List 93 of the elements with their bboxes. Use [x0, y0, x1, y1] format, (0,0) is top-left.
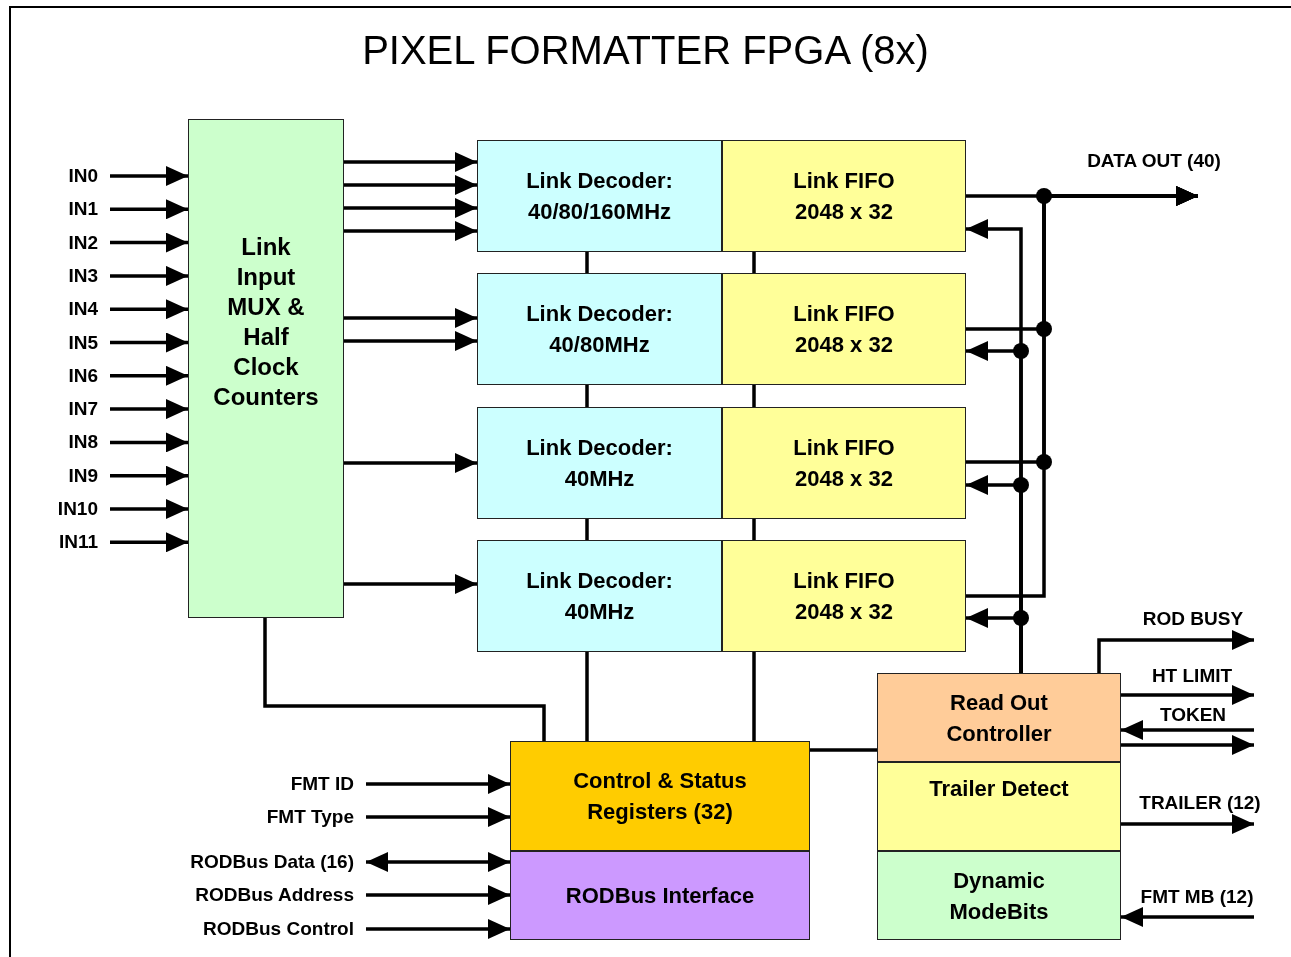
signal-label: IN9: [40, 463, 110, 488]
block-box: [510, 741, 810, 851]
signal-label: IN1: [40, 197, 110, 222]
arrow: [110, 332, 188, 353]
arrow: [1121, 720, 1254, 740]
block-label: Link FIFO 2048 x 32: [792, 434, 896, 493]
arrow: [1097, 630, 1254, 673]
arrow: [1121, 685, 1254, 705]
arrow: [344, 308, 477, 328]
signal-label: RODBus Data (16): [150, 850, 366, 874]
signal-label: HT LIMIT: [1151, 665, 1233, 687]
signal-label: IN3: [40, 263, 110, 288]
arrow: [344, 175, 477, 195]
block-box: [477, 540, 722, 652]
block-box: [477, 140, 722, 252]
arrow: [366, 774, 510, 794]
block-label: Dynamic ModeBits: [948, 866, 1050, 926]
block-label: Link FIFO 2048 x 32: [792, 167, 896, 226]
block-label: Link Decoder: 40/80MHz: [525, 300, 674, 359]
connector-line: [810, 748, 877, 752]
arrow: [344, 453, 477, 473]
block-label: Trailer Detect: [929, 775, 1069, 803]
arrow: [110, 432, 188, 453]
arrow: [366, 885, 510, 905]
arrow: [110, 399, 188, 420]
block-box: [722, 540, 966, 652]
arrow: [110, 232, 188, 253]
block-label: RODBus Interface: [565, 882, 755, 910]
signal-label: TOKEN: [1159, 704, 1227, 726]
arrow: [110, 199, 188, 220]
signal-label: IN8: [40, 430, 110, 455]
signal-label: RODBus Control: [150, 917, 366, 941]
arrow: [366, 919, 510, 939]
block-box: [477, 407, 722, 519]
arrow: [1121, 814, 1254, 834]
block-label: Control & Status Registers (32): [572, 767, 748, 826]
arrow: [366, 807, 510, 827]
block-label: Link Decoder: 40MHz: [525, 567, 674, 626]
signal-label: FMT MB (12): [1140, 886, 1254, 908]
connector-line: [752, 519, 756, 540]
block-label: Link Input MUX & Half Clock Counters: [213, 232, 319, 412]
block-label: Link Decoder: 40MHz: [525, 434, 674, 493]
signal-label: IN10: [40, 497, 110, 521]
arrow: [344, 198, 477, 218]
block-box: [477, 273, 722, 385]
signal-label: FMT Type: [150, 805, 366, 829]
signal-label: IN4: [40, 297, 110, 322]
block-box: [877, 762, 1121, 851]
block-box: [722, 140, 966, 252]
arrow: [1121, 907, 1254, 927]
signal-label: IN7: [40, 397, 110, 422]
block-box: [877, 673, 1121, 762]
block-box: [188, 119, 344, 618]
connector-line: [263, 618, 546, 741]
arrow: [344, 574, 477, 594]
arrow: [110, 465, 188, 486]
signal-label: FMT ID: [150, 772, 366, 796]
signal-label: TRAILER (12): [1139, 792, 1261, 814]
connector-line: [585, 652, 589, 741]
connector-line: [585, 385, 589, 407]
signal-label: IN6: [40, 363, 110, 388]
arrow: [1121, 735, 1254, 755]
arrow: [344, 331, 477, 351]
diagram-title: PIXEL FORMATTER FPGA (8x): [361, 28, 930, 73]
arrow: [344, 152, 477, 172]
connector-line: [585, 252, 589, 273]
signal-label: IN0: [40, 164, 110, 188]
signal-label: RODBus Address: [150, 883, 366, 907]
arrow: [110, 265, 188, 286]
arrow: [366, 852, 510, 872]
block-label: Link Decoder: 40/80/160MHz: [525, 167, 674, 226]
arrow: [110, 365, 188, 386]
block-label: Link FIFO 2048 x 32: [792, 567, 896, 626]
arrow: [110, 532, 188, 553]
connector-line: [752, 252, 756, 273]
signal-label: IN11: [40, 530, 110, 555]
block-box: [510, 851, 810, 940]
block-box: [877, 851, 1121, 940]
signal-label: DATA OUT (40): [1087, 150, 1221, 172]
signal-label: ROD BUSY: [1142, 608, 1244, 630]
signal-label: IN2: [40, 230, 110, 255]
block-label: Link FIFO 2048 x 32: [792, 300, 896, 359]
block-label: Read Out Controller: [945, 688, 1053, 748]
block-box: [722, 407, 966, 519]
arrow: [110, 299, 188, 320]
connector-line: [752, 385, 756, 407]
signal-label: IN5: [40, 330, 110, 355]
arrow: [110, 499, 188, 519]
block-box: [722, 273, 966, 385]
arrow: [110, 166, 188, 186]
connector-line: [752, 652, 756, 741]
connector-line: [585, 519, 589, 540]
arrow: [344, 221, 477, 241]
